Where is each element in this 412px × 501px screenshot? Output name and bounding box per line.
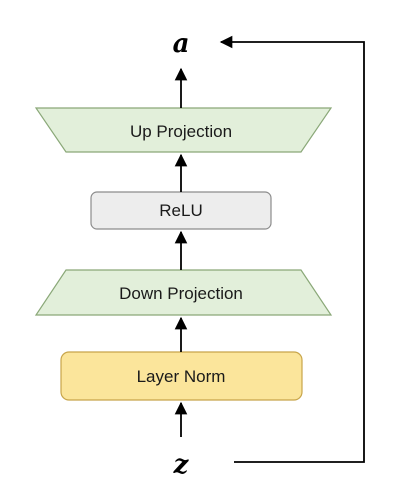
down-projection-block: [34, 269, 333, 316]
relu-label: ReLU: [159, 201, 202, 220]
down-projection-label: Down Projection: [119, 284, 243, 303]
input-label: z: [173, 450, 190, 480]
layer-norm-label: Layer Norm: [137, 367, 226, 386]
up-projection-label: Up Projection: [130, 122, 232, 141]
output-label: a: [173, 29, 190, 59]
up-projection-block: [34, 107, 333, 153]
residual-connection-arrow: [219, 35, 365, 463]
